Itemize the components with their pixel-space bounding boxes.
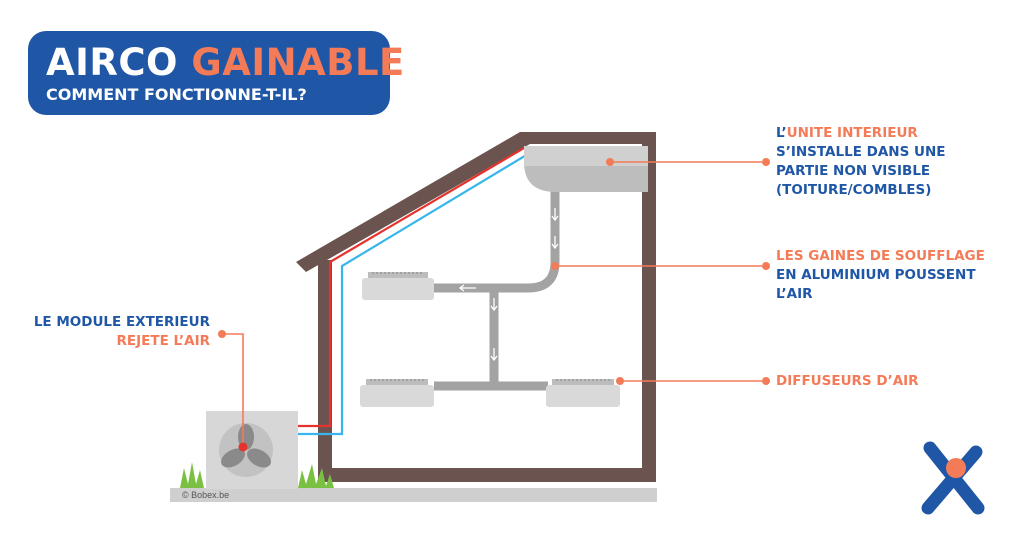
diffuser-bottom-left — [360, 379, 434, 407]
label-interior-unit-line4: (TOITURE/COMBLES) — [776, 182, 932, 198]
label-ducts: LES GAINES DE SOUFFLAGE EN ALUMINIUM POU… — [776, 247, 985, 304]
label-interior-unit: L’UNITE INTERIEUR S’INSTALLE DANS UNE PA… — [776, 124, 946, 200]
title-box: AIRCO GAINABLE COMMENT FONCTIONNE-T-IL? — [28, 31, 404, 115]
label-exterior-module-line1: LE MODULE EXTERIEUR — [33, 314, 210, 330]
diffuser-top-left — [362, 272, 434, 300]
callout-dots — [218, 158, 770, 452]
label-interior-unit-line2: S’INSTALLE DANS UNE — [776, 144, 946, 160]
ground — [170, 488, 657, 502]
label-diffusers: DIFFUSEURS D’AIR — [776, 372, 919, 391]
title-word-2: GAINABLE — [191, 41, 405, 84]
flow-arrows — [458, 208, 559, 362]
label-diffusers-line1: DIFFUSEURS D’AIR — [776, 373, 919, 389]
grass — [180, 462, 334, 488]
exterior-module — [206, 411, 298, 489]
bobex-logo — [921, 441, 985, 515]
label-interior-unit-highlight: UNITE INTERIEUR — [786, 125, 918, 141]
label-interior-unit-line1: L’UNITE INTERIEUR — [776, 124, 946, 143]
label-ducts-line2: EN ALUMINIUM POUSSENT — [776, 267, 976, 283]
label-exterior-module: LE MODULE EXTERIEUR REJETE L’AIR — [26, 313, 210, 351]
credit-text: © Bobex.be — [182, 490, 229, 500]
page-title: AIRCO GAINABLE — [46, 41, 405, 85]
page-subtitle: COMMENT FONCTIONNE-T-IL? — [46, 85, 307, 104]
house-roof — [296, 132, 530, 272]
label-ducts-line3: L’AIR — [776, 286, 813, 302]
label-interior-unit-prefix: L’ — [776, 125, 787, 141]
callout-lines — [222, 161, 762, 445]
label-interior-unit-line3: PARTIE NON VISIBLE — [776, 163, 931, 179]
refrigerant-pipes — [298, 147, 529, 436]
label-exterior-module-line2: REJETE L’AIR — [116, 333, 211, 349]
fan-icon — [221, 424, 271, 468]
label-ducts-line1: LES GAINES DE SOUFFLAGE — [776, 248, 985, 264]
diffuser-bottom-right — [546, 379, 620, 407]
title-word-1: AIRCO — [46, 41, 178, 84]
